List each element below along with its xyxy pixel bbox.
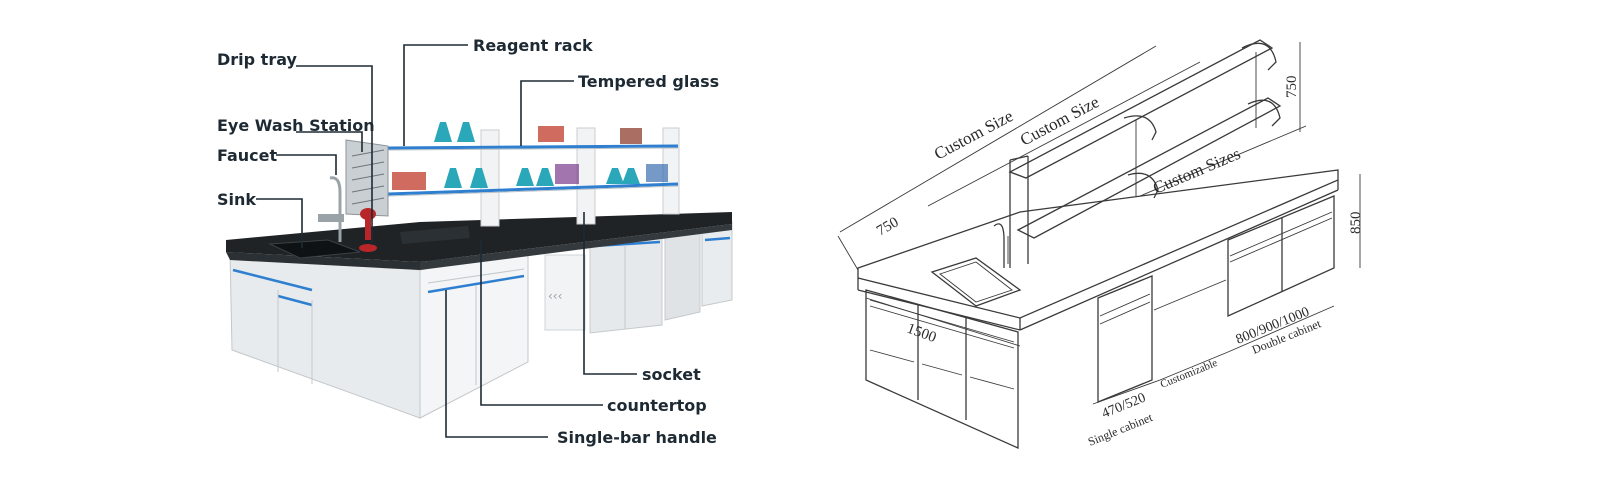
dim-single-cabinet-label: Single cabinet bbox=[1086, 410, 1155, 449]
callout-single-bar-handle: Single-bar handle bbox=[557, 428, 717, 447]
callout-drip-tray: Drip tray bbox=[217, 50, 298, 69]
callout-reagent-rack: Reagent rack bbox=[473, 36, 593, 55]
svg-text:‹‹‹: ‹‹‹ bbox=[548, 289, 562, 303]
drawing-shelf-rack bbox=[993, 39, 1282, 268]
dim-custom-size-a: Custom Size bbox=[931, 106, 1016, 163]
drawing-side-cabinets bbox=[1097, 195, 1335, 403]
dimension-drawing: Custom Size Custom Size Custom Sizes 750… bbox=[837, 39, 1364, 450]
dim-depth: 750 bbox=[874, 214, 901, 239]
dim-shelf-height: 750 bbox=[1284, 76, 1300, 99]
glassware bbox=[392, 122, 668, 190]
eye-wash-panel bbox=[345, 139, 389, 217]
callout-socket: socket bbox=[642, 365, 701, 384]
callout-eye-wash-station: Eye Wash Station bbox=[217, 116, 375, 135]
lab-bench-illustration: ‹‹‹ bbox=[217, 36, 733, 447]
callout-labels: Drip tray Reagent rack Tempered glass Ey… bbox=[217, 36, 719, 447]
drawing-dimension-lines bbox=[837, 42, 1361, 405]
dim-customizable: Customizable bbox=[1159, 357, 1220, 391]
reagent-rack bbox=[387, 127, 680, 227]
back-cabinet: ‹‹‹ bbox=[544, 221, 733, 334]
callout-tempered-glass: Tempered glass bbox=[578, 72, 719, 91]
front-cabinet bbox=[229, 249, 529, 419]
callout-faucet: Faucet bbox=[217, 146, 278, 165]
dim-custom-sizes: Custom Sizes bbox=[1150, 144, 1243, 198]
countertop-surface bbox=[226, 212, 732, 270]
callout-countertop: countertop bbox=[607, 396, 707, 415]
callout-sink: Sink bbox=[217, 190, 256, 209]
dim-bench-height: 850 bbox=[1348, 212, 1364, 235]
callout-leaders bbox=[256, 44, 637, 438]
drawing-front-cabinets bbox=[865, 289, 1019, 450]
